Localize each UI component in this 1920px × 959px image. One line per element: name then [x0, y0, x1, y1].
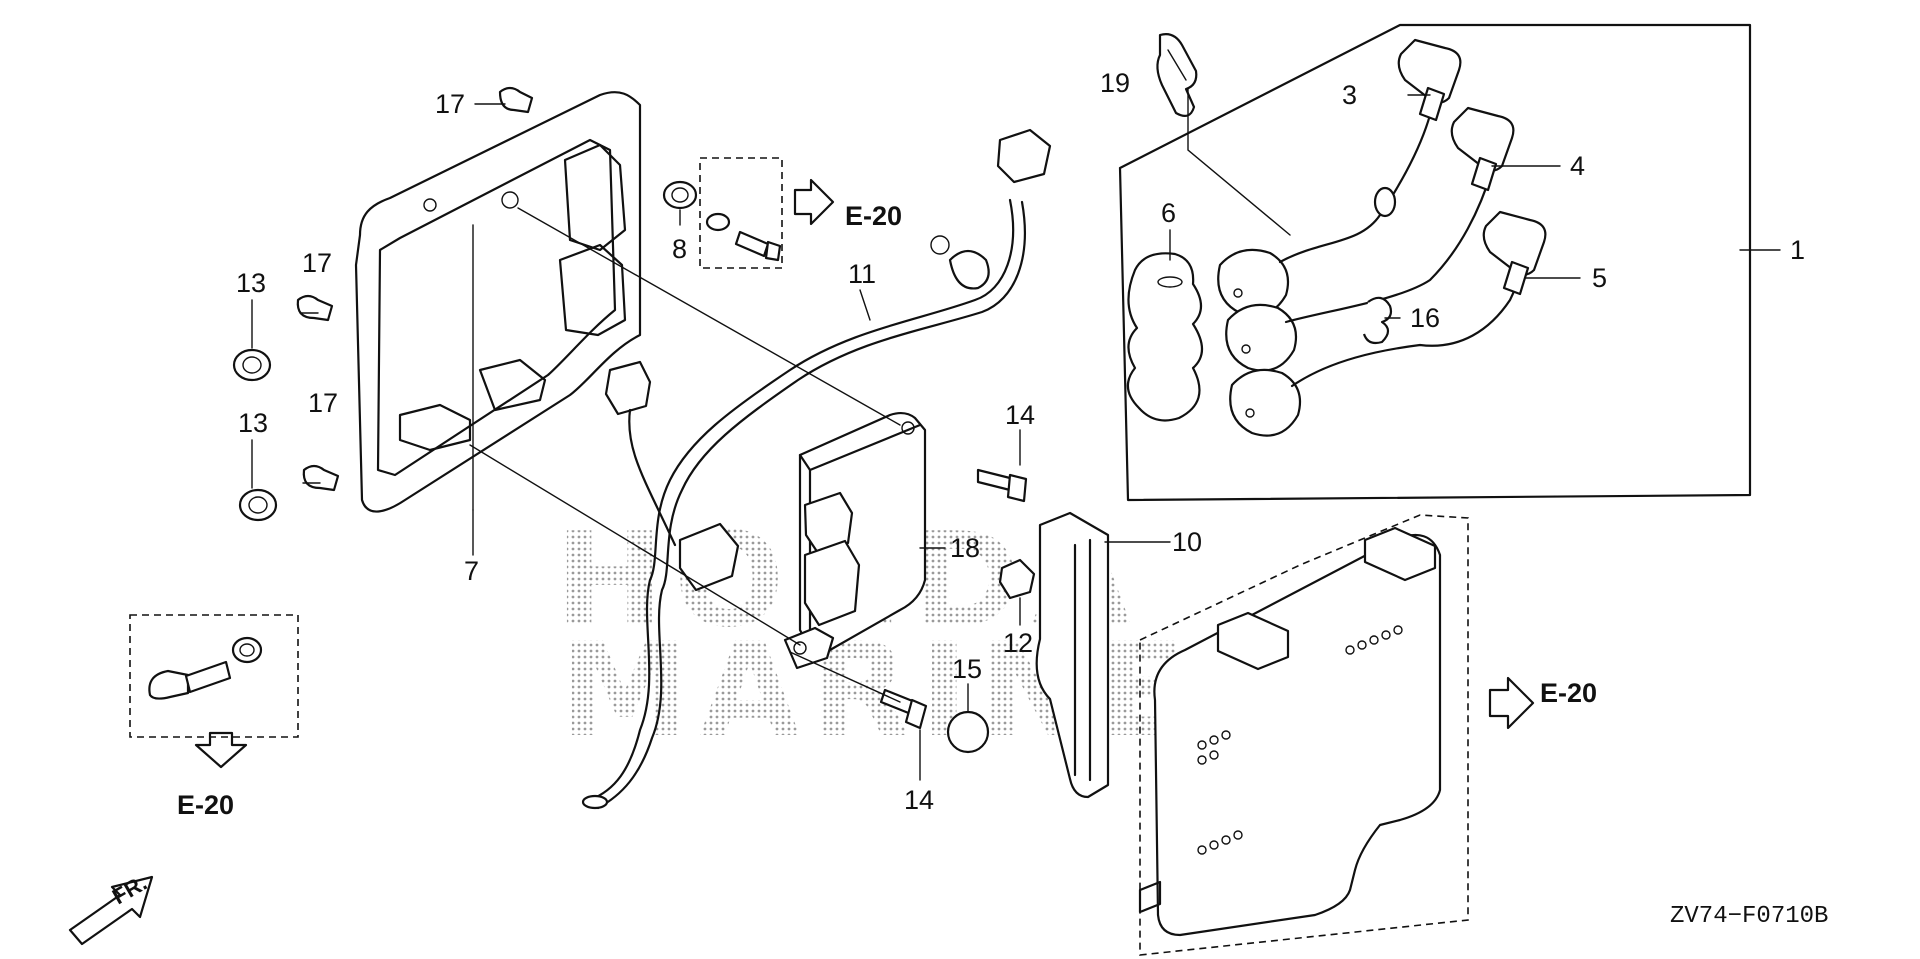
callout-8: 8 [672, 234, 687, 264]
callout-18: 18 [950, 533, 980, 563]
callout-16: 16 [1410, 303, 1440, 333]
ignition-coils [1217, 248, 1302, 437]
part-18-ignition-module [783, 411, 927, 670]
ref-e20-right: E-20 [1540, 678, 1597, 708]
ref-e20-top: E-20 [845, 201, 902, 231]
coil-wires [1278, 38, 1547, 388]
part-10-seal [1035, 511, 1110, 799]
callout-14-low: 14 [904, 785, 934, 815]
bottom-left-hardware-box [129, 614, 299, 769]
part-12-clip [998, 558, 1036, 600]
callout-6: 6 [1161, 198, 1176, 228]
callout-3: 3 [1342, 80, 1357, 110]
cover-ref-arrow [1488, 676, 1535, 730]
part-7-bracket [354, 91, 642, 513]
part-8-group [662, 157, 835, 269]
diagram-code: ZV74−F0710B [1670, 903, 1828, 930]
part-15-cap [946, 710, 990, 754]
callout-4: 4 [1570, 151, 1585, 181]
part-13-grommets [232, 348, 278, 522]
callout-1: 1 [1790, 235, 1805, 265]
part-11-harness [581, 128, 1052, 810]
callout-7: 7 [464, 556, 479, 586]
leader-lines [251, 87, 1781, 781]
part-6-plug-cap-holder [1126, 252, 1204, 422]
reference-labels: E-20 E-20 E-20 [177, 201, 1597, 820]
callout-17-mid: 17 [302, 248, 332, 278]
callout-12: 12 [1003, 628, 1033, 658]
callout-17-top: 17 [435, 89, 465, 119]
callout-19: 19 [1100, 68, 1130, 98]
callout-5: 5 [1592, 263, 1607, 293]
callout-13-top: 13 [236, 268, 266, 298]
ignition-coil-assembly-box [1118, 23, 1752, 502]
callout-11: 11 [848, 259, 876, 289]
callout-13-low: 13 [238, 408, 268, 438]
callout-17-low: 17 [308, 388, 338, 418]
part-17-bolts [296, 86, 534, 492]
part-19-clip [1156, 33, 1198, 118]
callout-10: 10 [1172, 527, 1202, 557]
callout-15: 15 [952, 654, 982, 684]
callouts: 1 3 4 5 6 16 19 17 17 17 13 13 7 8 11 14… [236, 68, 1805, 815]
front-arrow [68, 875, 154, 946]
ref-e20-bottom: E-20 [177, 790, 234, 820]
part-16-clip [1362, 296, 1393, 345]
cover [1138, 514, 1469, 956]
callout-14-top: 14 [1005, 400, 1035, 430]
part-14-bolts [879, 468, 1028, 730]
